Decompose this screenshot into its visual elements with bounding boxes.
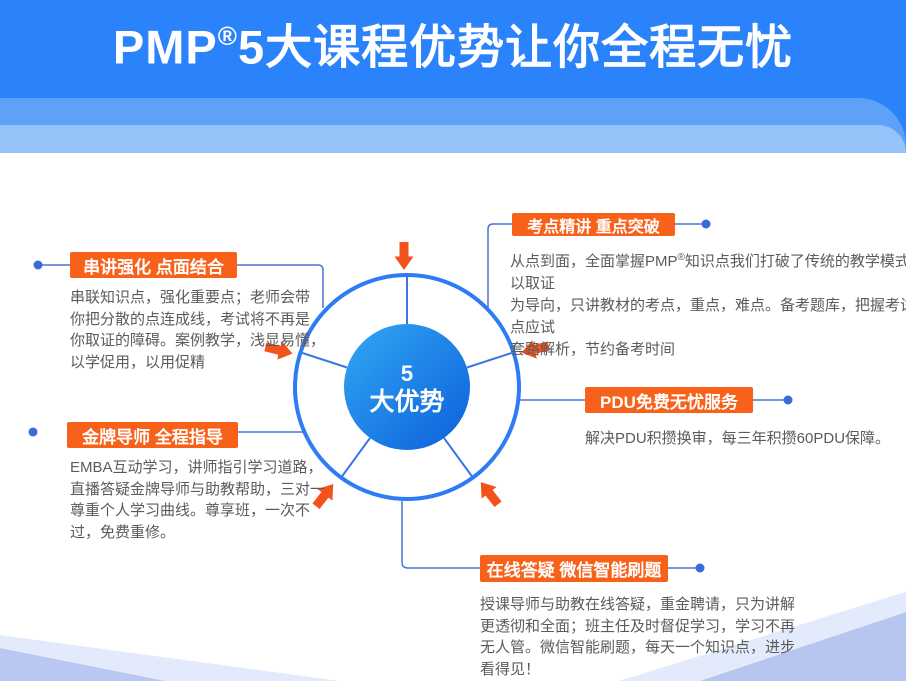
feature-desc-exam-points-suffix: 知识点我们打破了传统的教学模式，以取证 为导向，只讲教材的考点，重点，难点。备考…	[510, 253, 906, 358]
feature-label-online-qa: 在线答疑 微信智能刷题	[480, 555, 668, 582]
dot-left-top	[33, 260, 43, 270]
dot-right-top	[701, 219, 711, 229]
arrow-icon-left	[264, 341, 293, 360]
feature-desc-exam-points: 从点到面，全面掌握PMP®知识点我们打破了传统的教学模式，以取证 为导向，只讲教…	[510, 247, 906, 361]
registered-trademark-symbol: ®	[217, 21, 238, 51]
center-label: 5 大优势	[344, 326, 470, 452]
center-circle	[344, 324, 470, 450]
arrow-icon-top	[394, 242, 414, 270]
connector-dots	[28, 219, 793, 573]
feature-label-gold-mentor: 金牌导师 全程指导	[67, 422, 238, 448]
center-text: 大优势	[369, 388, 445, 416]
dot-right-middle	[783, 395, 793, 405]
arrow-icon-right	[521, 340, 550, 359]
center-number: 5	[400, 361, 414, 386]
arrow-icon-bottom-left	[312, 484, 334, 510]
feature-label-exam-points: 考点精讲 重点突破	[512, 213, 675, 236]
feature-desc-serial-reinforce: 串联知识点，强化重要点；老师会带 你把分散的点连成线，考试将不再是 你取证的障碍…	[70, 289, 326, 371]
feature-desc-exam-points-prefix: 从点到面，全面掌握PMP	[510, 253, 678, 270]
registered-trademark-symbol-small: ®	[677, 252, 685, 263]
arrow-icon-bottom-right	[480, 482, 502, 508]
dot-bottom	[695, 563, 705, 573]
page-title: PMP®5大课程优势让你全程无忧	[0, 8, 906, 78]
page-title-suffix: 5大课程优势让你全程无忧	[237, 20, 794, 74]
header-decor-band-light	[0, 125, 906, 153]
ring-spokes	[302, 277, 512, 477]
feature-desc-pdu-service: 解决PDU积攒换审，每三年积攒60PDU保障。	[585, 430, 891, 447]
feature-desc-online-qa: 授课导师与助教在线答疑，重金聘请，只为讲解 更透彻和全面；班主任及时督促学习，学…	[480, 596, 796, 678]
feature-label-pdu-service: PDU免费无忧服务	[585, 387, 753, 413]
dot-left-bottom	[28, 427, 38, 437]
connector-lines	[38, 223, 786, 569]
header-banner: PMP®5大课程优势让你全程无忧	[0, 0, 906, 153]
page-title-prefix: PMP	[112, 20, 218, 74]
feature-label-serial-reinforce: 串讲强化 点面结合	[70, 252, 237, 278]
inward-arrows	[264, 242, 550, 510]
feature-desc-gold-mentor: EMBA互动学习，讲师指引学习道路， 直播答疑金牌导师与助教帮助，三对一 尊重个…	[70, 459, 326, 541]
